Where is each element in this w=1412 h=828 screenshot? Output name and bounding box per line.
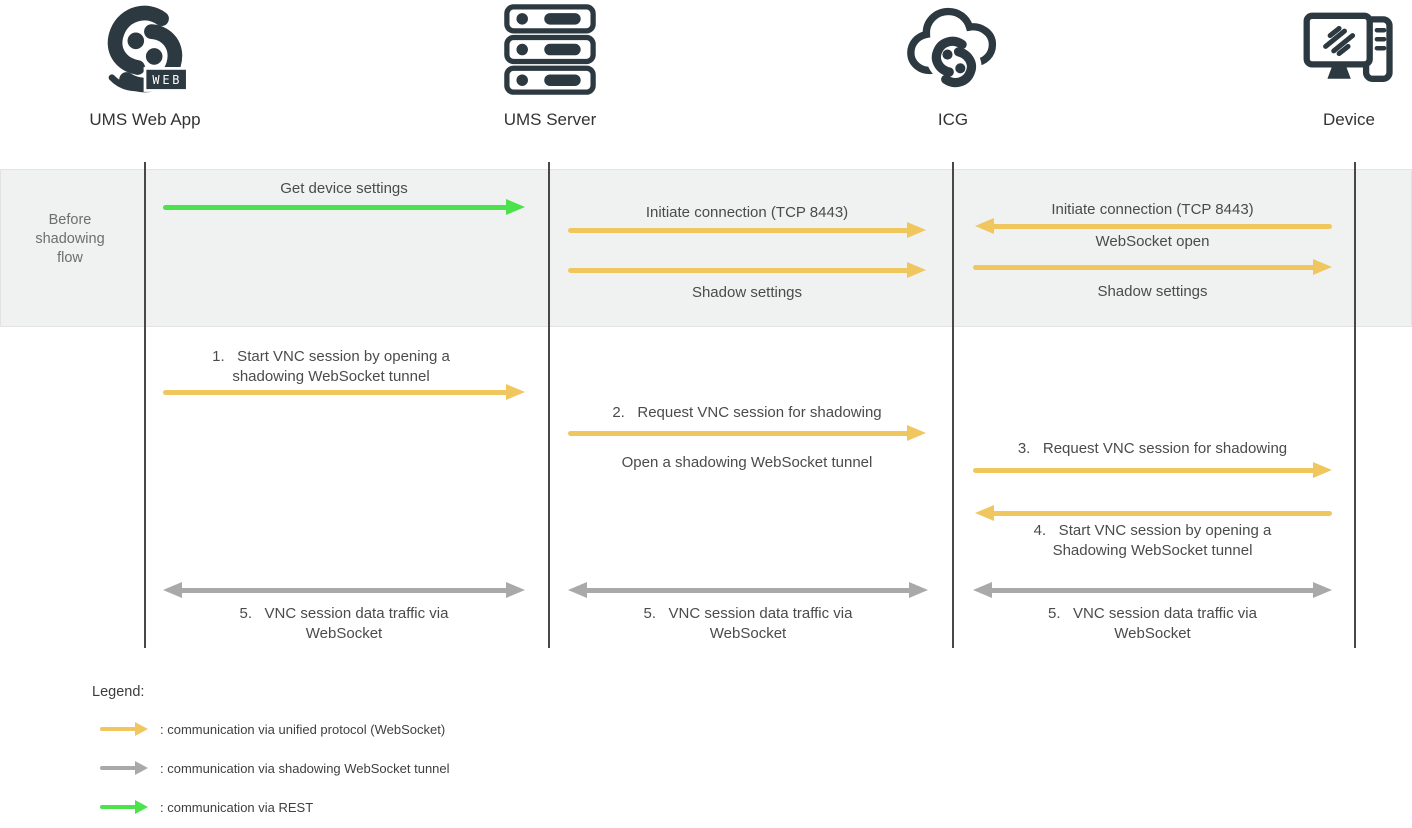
legend-rest-arrow-icon <box>100 800 148 814</box>
msg-step1-label: 1. Start VNC session by opening a shadow… <box>212 348 450 385</box>
msg-step2-label: 2. Request VNC session for shadowing <box>612 404 882 421</box>
msg-step4-label: 4. Start VNC session by opening a Shadow… <box>1033 522 1272 559</box>
lifeline-icg <box>952 162 954 648</box>
legend-shadowing-tunnel-arrow-icon <box>100 761 148 775</box>
actor-icg: ICG <box>863 2 1043 130</box>
server-stack-icon <box>460 2 640 98</box>
msg-shadow-settings-mid-arrow <box>568 262 926 278</box>
msg-step5-mid-arrow <box>568 582 928 598</box>
msg-shadow-settings-right-arrow <box>973 259 1332 275</box>
legend-unified-protocol-label: : communication via unified protocol (We… <box>160 722 446 737</box>
msg-initiate-connection-mid-label: Initiate connection (TCP 8443) <box>645 204 849 221</box>
legend-title: Legend: <box>92 684 145 700</box>
msg-step4-arrow <box>975 505 1332 521</box>
msg-step3-arrow <box>973 462 1332 478</box>
msg-step5-left-arrow <box>163 582 525 598</box>
device-monitor-icon <box>1259 2 1412 98</box>
msg-step5-right-arrow <box>973 582 1332 598</box>
legend-rest-label: : communication via REST <box>160 800 314 815</box>
actor-label-ums-web-app: UMS Web App <box>89 110 201 129</box>
actor-device: Device <box>1259 2 1412 130</box>
msg-shadow-settings-mid-label: Shadow settings <box>691 284 803 301</box>
msg-step1-arrow <box>163 384 525 400</box>
msg-websocket-open-label: WebSocket open <box>1095 233 1210 250</box>
lifeline-ums-server <box>548 162 550 648</box>
msg-step5-left-label: 5. VNC session data traffic via WebSocke… <box>239 605 449 642</box>
before-shadowing-phase-band <box>0 169 1412 327</box>
legend-shadowing-tunnel-label: : communication via shadowing WebSocket … <box>160 761 450 776</box>
msg-initiate-connection-mid-arrow <box>568 222 926 238</box>
icg-cloud-icon <box>863 2 1043 98</box>
msg-step5-right-label: 5. VNC session data traffic via WebSocke… <box>1048 605 1257 642</box>
legend-unified-protocol-arrow-icon <box>100 722 148 736</box>
actor-label-icg: ICG <box>937 110 969 129</box>
lifeline-ums-web-app <box>144 162 146 648</box>
msg-step3-label: 3. Request VNC session for shadowing <box>1017 440 1288 457</box>
web-badge-text: WEB <box>152 73 182 87</box>
actor-ums-server: UMS Server <box>460 2 640 130</box>
msg-initiate-connection-right-arrow <box>975 218 1332 234</box>
actor-ums-web-app: WEB UMS Web App <box>55 2 235 130</box>
actor-label-ums-server: UMS Server <box>503 110 597 129</box>
phase-label: Before shadowing flow <box>35 212 105 266</box>
msg-get-device-settings-label: Get device settings <box>280 180 408 197</box>
ums-web-app-logo-icon: WEB <box>55 2 235 98</box>
lifeline-device <box>1354 162 1356 648</box>
msg-shadow-settings-right-label: Shadow settings <box>1097 283 1208 300</box>
msg-step2-note-label: Open a shadowing WebSocket tunnel <box>621 454 873 471</box>
msg-get-device-settings-arrow <box>163 199 525 215</box>
msg-step5-mid-label: 5. VNC session data traffic via WebSocke… <box>643 605 853 642</box>
actor-label-device: Device <box>1323 110 1375 129</box>
msg-initiate-connection-right-label: Initiate connection (TCP 8443) <box>1051 201 1254 218</box>
msg-step2-arrow <box>568 425 926 441</box>
